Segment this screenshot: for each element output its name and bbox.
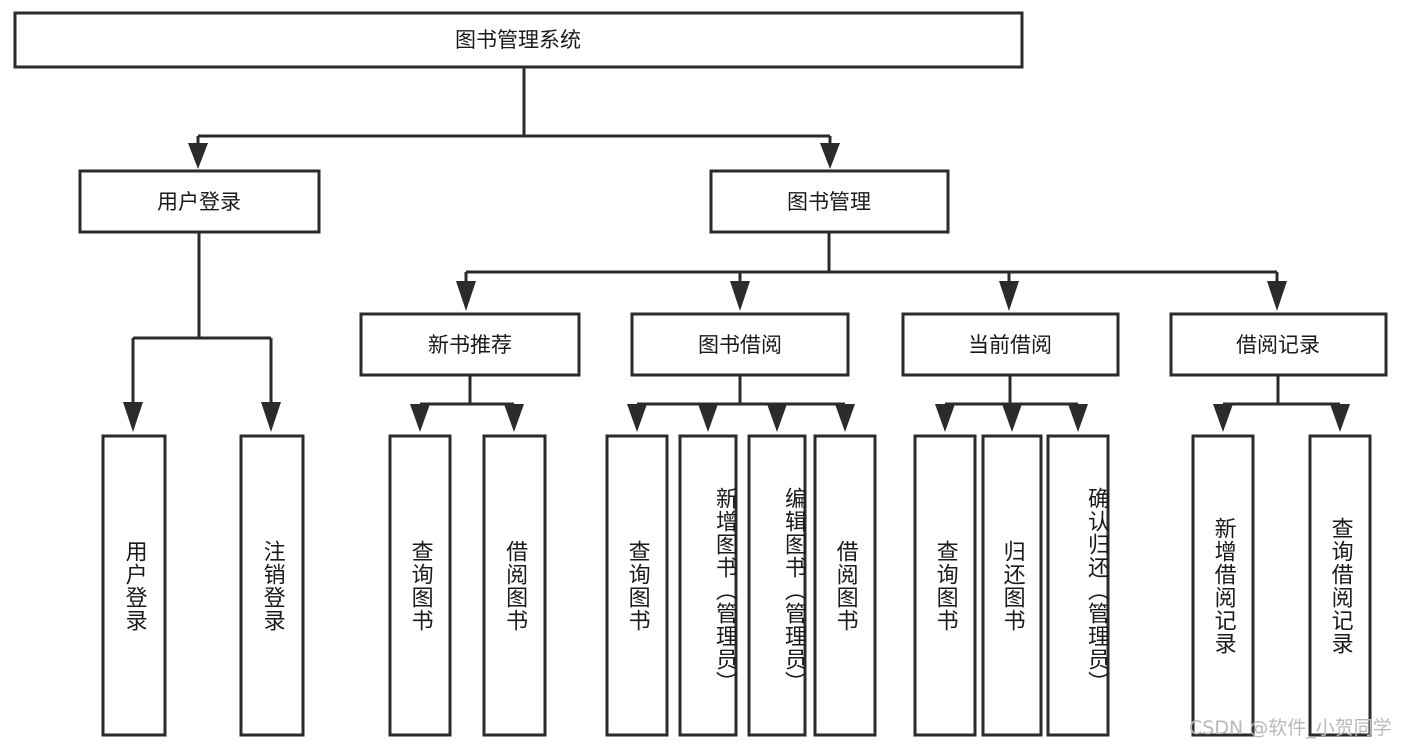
- leaf-return-book-box-rect[interactable]: [981, 434, 1043, 737]
- leaf-add-record-box-rect[interactable]: [1191, 434, 1255, 737]
- leaf-borrow-book-2-box-rect[interactable]: [813, 434, 877, 737]
- user-login-box-label: 用户登录: [157, 190, 241, 214]
- arrow-to-user-login: [188, 143, 208, 169]
- book-manage-box-rect: [709, 169, 950, 234]
- node-book-manage[interactable]: 图书管理: [709, 169, 950, 234]
- arrow-to-current-borrow: [999, 281, 1019, 311]
- current-borrow-box-rect: [901, 312, 1120, 377]
- leaf-user-logout-box-rect[interactable]: [239, 434, 305, 737]
- node-borrow-record[interactable]: 借阅记录: [1169, 312, 1388, 377]
- arrow-to-leaf-query-book-3: [935, 404, 955, 432]
- arrow-to-book-manage: [820, 143, 840, 169]
- root-box-rect: [13, 11, 1024, 69]
- book-borrow-box-label: 图书借阅: [698, 333, 782, 357]
- node-new-book-recommend[interactable]: 新书推荐: [359, 312, 581, 377]
- current-borrow-box-label: 当前借阅: [968, 333, 1052, 357]
- book-borrow-box-rect: [630, 312, 850, 377]
- arrow-to-leaf-user-logout: [261, 402, 281, 432]
- arrow-to-leaf-add-record: [1213, 404, 1233, 432]
- arrow-to-borrow-record: [1267, 281, 1287, 311]
- leaf-query-book-2-box-rect[interactable]: [605, 434, 669, 737]
- arrow-to-leaf-edit-book: [767, 404, 787, 432]
- arrow-to-new-book-recommend: [456, 281, 476, 311]
- book-manage-box-label: 图书管理: [787, 190, 871, 214]
- csdn-watermark: CSDN @软件_小贺同学: [1189, 717, 1392, 739]
- arrow-to-leaf-confirm-return: [1068, 404, 1088, 432]
- leaf-query-book-3-box-rect[interactable]: [913, 434, 977, 737]
- node-book-borrow[interactable]: 图书借阅: [630, 312, 850, 377]
- leaf-confirm-return-box-rect[interactable]: [1046, 434, 1110, 737]
- leaf-borrow-book-1-box-rect[interactable]: [482, 434, 547, 737]
- root-box-label: 图书管理系统: [455, 28, 581, 52]
- arrow-to-leaf-query-record: [1330, 404, 1350, 432]
- arrow-to-book-borrow: [730, 281, 750, 311]
- arrow-to-leaf-add-book: [698, 404, 718, 432]
- node-root[interactable]: 图书管理系统: [13, 11, 1024, 69]
- leaf-query-book-1-box-rect[interactable]: [388, 434, 452, 737]
- arrow-to-leaf-user-login: [123, 402, 143, 432]
- arrow-to-leaf-borrow-book-1: [504, 404, 524, 432]
- leaf-add-book-box-rect[interactable]: [678, 434, 738, 737]
- new-book-recommend-box-label: 新书推荐: [428, 333, 512, 357]
- borrow-record-box-rect: [1169, 312, 1388, 377]
- new-book-recommend-box-rect: [359, 312, 581, 377]
- arrow-to-leaf-query-book-1: [410, 404, 430, 432]
- arrow-to-leaf-return-book: [1002, 404, 1022, 432]
- node-user-login[interactable]: 用户登录: [78, 169, 321, 234]
- leaf-user-login-box-rect[interactable]: [101, 434, 167, 737]
- borrow-record-box-label: 借阅记录: [1236, 333, 1320, 357]
- leaf-edit-book-box-rect[interactable]: [747, 434, 807, 737]
- node-current-borrow[interactable]: 当前借阅: [901, 312, 1120, 377]
- arrow-to-leaf-borrow-book-2: [835, 404, 855, 432]
- leaf-query-record-box-rect[interactable]: [1308, 434, 1372, 737]
- arrow-to-leaf-query-book-2: [627, 404, 647, 432]
